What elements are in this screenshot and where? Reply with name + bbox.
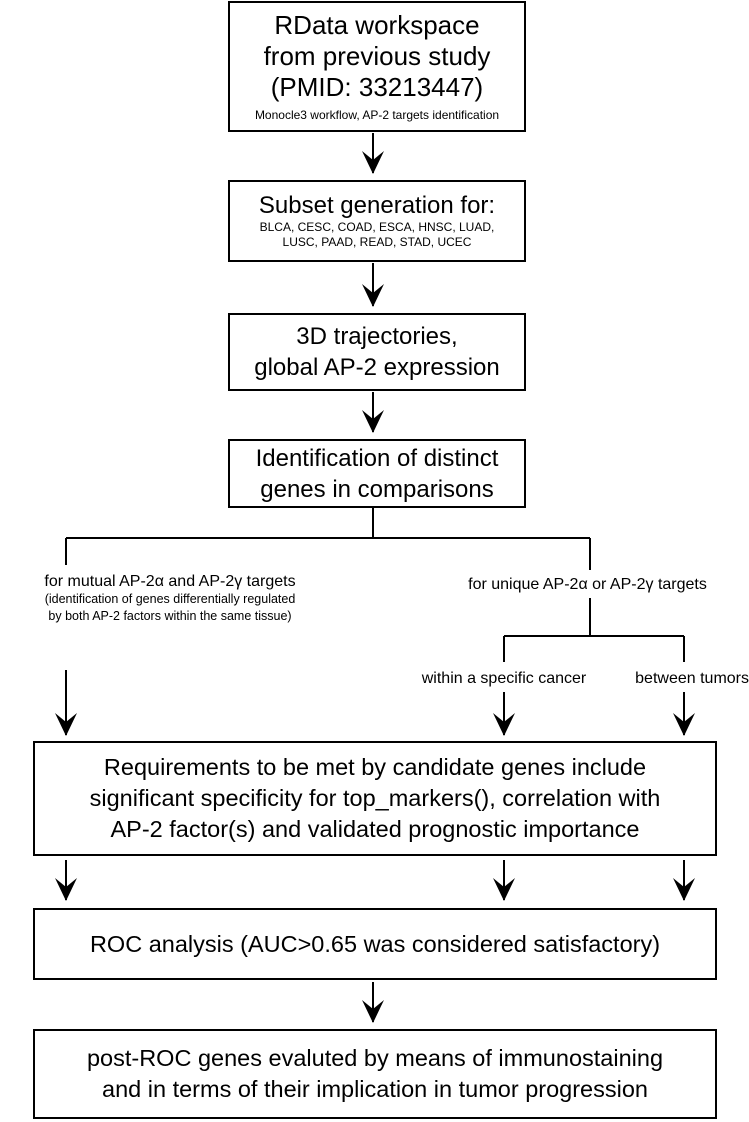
arrowhead-within-requirements xyxy=(493,713,515,736)
post-roc-box: post-ROC genes evaluted by means of immu… xyxy=(33,1029,717,1119)
branch-between-label: between tumors xyxy=(635,670,749,687)
rdata-title-line-2: from previous study xyxy=(263,41,491,71)
subset-cancers-line-1: BLCA, CESC, COAD, ESCA, HNSC, LUAD, xyxy=(259,220,495,234)
trajectories-line-1: 3D trajectories, xyxy=(296,323,458,350)
rdata-title-line-1: RData workspace xyxy=(274,10,480,40)
subset-title: Subset generation for: xyxy=(258,192,496,219)
requirements-line-3: AP-2 factor(s) and validated prognostic … xyxy=(110,816,640,842)
post-roc-line-2: and in terms of their implication in tum… xyxy=(102,1076,648,1102)
arrowhead-roc-left xyxy=(55,878,77,901)
arrowhead-rdata-subset xyxy=(362,151,384,174)
post-roc-line-1: post-ROC genes evaluted by means of immu… xyxy=(86,1045,664,1071)
subset-generation-box: Subset generation for: BLCA, CESC, COAD,… xyxy=(228,180,526,262)
identification-line-2: genes in comparisons xyxy=(260,475,494,503)
branch-mutual-note-line-2: by both AP-2 factors within the same tis… xyxy=(48,609,292,623)
branch-within-label: within a specific cancer xyxy=(421,670,587,687)
trajectories-box: 3D trajectories, global AP-2 expression xyxy=(228,313,526,391)
identification-line-1: Identification of distinct xyxy=(255,444,499,472)
arrowhead-roc-middle xyxy=(493,878,515,901)
arrowhead-between-requirements xyxy=(673,713,695,736)
rdata-subtitle: Monocle3 workflow, AP-2 targets identifi… xyxy=(254,108,500,122)
arrowhead-post-roc xyxy=(362,1000,384,1023)
requirements-line-1: Requirements to be met by candidate gene… xyxy=(103,754,647,780)
identification-box: Identification of distinct genes in comp… xyxy=(228,439,526,508)
roc-text: ROC analysis (AUC>0.65 was considered sa… xyxy=(89,930,661,957)
arrowhead-trajectories-identification xyxy=(362,410,384,433)
branch-unique-label: for unique AP-2α or AP-2γ targets xyxy=(468,576,707,593)
subset-cancers-line-2: LUSC, PAAD, READ, STAD, UCEC xyxy=(282,235,472,249)
requirements-line-2: significant specificity for top_markers(… xyxy=(89,785,661,811)
rdata-title-line-3: (PMID: 33213447) xyxy=(270,72,484,102)
branch-mutual-label: for mutual AP-2α and AP-2γ targets xyxy=(44,573,296,590)
trajectories-line-2: global AP-2 expression xyxy=(254,354,500,381)
rdata-workspace-box: RData workspace from previous study (PMI… xyxy=(228,1,526,132)
branch-mutual-note-line-1: (identification of genes differentially … xyxy=(44,592,296,606)
branch-mutual: for mutual AP-2α and AP-2γ targets (iden… xyxy=(0,572,340,625)
arrowhead-subset-trajectories xyxy=(362,284,384,307)
requirements-box: Requirements to be met by candidate gene… xyxy=(33,741,717,856)
arrowhead-mutual-requirements xyxy=(55,713,77,736)
roc-box: ROC analysis (AUC>0.65 was considered sa… xyxy=(33,908,717,980)
arrowhead-roc-right xyxy=(673,878,695,901)
